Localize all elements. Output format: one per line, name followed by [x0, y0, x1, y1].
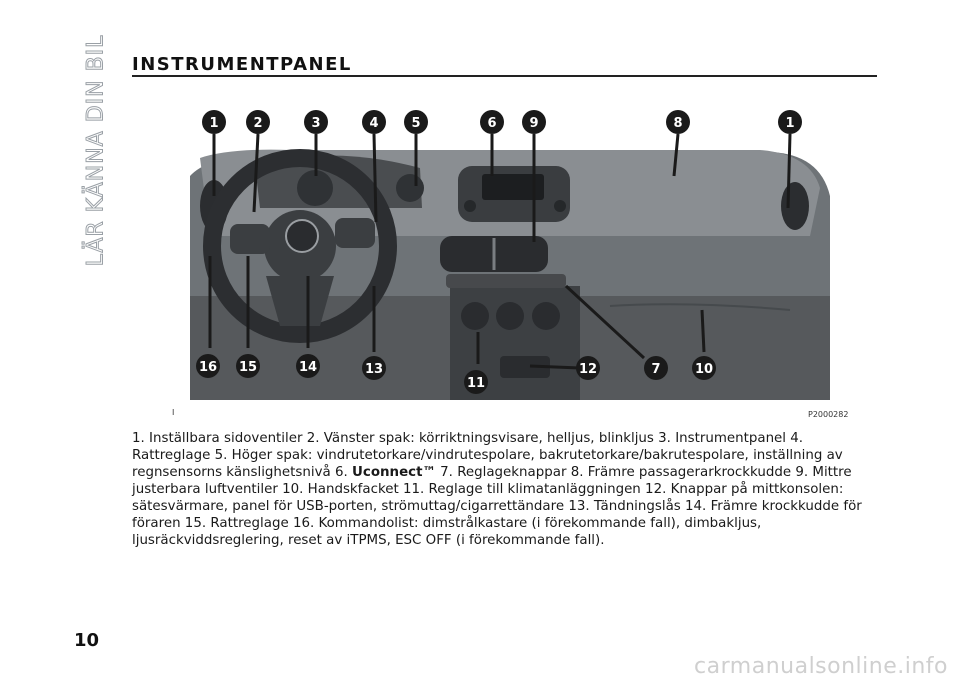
callout-9: 9: [522, 110, 546, 134]
caption-text-1: 1. Inställbara sidoventiler 2. Vänster s…: [132, 431, 843, 480]
section-tab-label: LÄR KÄNNA DIN BIL: [83, 34, 109, 267]
svg-text:2: 2: [253, 116, 262, 131]
callout-6: 6: [480, 110, 504, 134]
callout-5: 5: [404, 110, 428, 134]
title-rule: [132, 75, 877, 77]
svg-text:5: 5: [411, 116, 420, 131]
figure-code: P2000282: [808, 410, 849, 419]
figure-caption: 1. Inställbara sidoventiler 2. Vänster s…: [132, 430, 872, 549]
svg-text:14: 14: [299, 360, 317, 375]
callout-11: 11: [464, 370, 488, 394]
svg-text:13: 13: [365, 362, 383, 377]
watermark: carmanualsonline.info: [694, 654, 948, 679]
svg-text:3: 3: [311, 116, 320, 131]
svg-text:6: 6: [487, 116, 496, 131]
caption-bold-term: Uconnect™: [352, 465, 436, 480]
callout-13: 13: [362, 356, 386, 380]
figure-marker: I: [172, 408, 175, 417]
svg-text:7: 7: [651, 362, 660, 377]
svg-text:8: 8: [673, 116, 682, 131]
right-side-vent: [781, 182, 809, 230]
svg-text:1: 1: [209, 116, 218, 131]
callout-12: 12: [576, 356, 600, 380]
svg-text:15: 15: [239, 360, 257, 375]
callout-14: 14: [296, 354, 320, 378]
page-title: INSTRUMENTPANEL: [132, 54, 352, 75]
svg-text:9: 9: [529, 116, 538, 131]
svg-text:12: 12: [579, 362, 597, 377]
callout-15: 15: [236, 354, 260, 378]
callout-10: 10: [692, 356, 716, 380]
callout-3: 3: [304, 110, 328, 134]
callout-1-left: 1: [202, 110, 226, 134]
callout-4: 4: [362, 110, 386, 134]
caption-text-2: 7. Reglageknappar 8. Främre passagerarkr…: [132, 465, 862, 548]
svg-text:1: 1: [785, 116, 794, 131]
page-number: 10: [74, 630, 100, 651]
callout-7: 7: [644, 356, 668, 380]
svg-text:11: 11: [467, 376, 485, 391]
callout-1-right: 1: [778, 110, 802, 134]
callout-2: 2: [246, 110, 270, 134]
svg-text:4: 4: [369, 116, 378, 131]
section-tab: LÄR KÄNNA DIN BIL: [76, 34, 116, 267]
svg-text:10: 10: [695, 362, 713, 377]
svg-text:16: 16: [199, 360, 217, 375]
callout-16: 16: [196, 354, 220, 378]
dashboard-illustration: 1 2 3 4 5 6 9 8 1 16 15 14 13 11 12 7 10: [190, 110, 830, 400]
callout-8: 8: [666, 110, 690, 134]
